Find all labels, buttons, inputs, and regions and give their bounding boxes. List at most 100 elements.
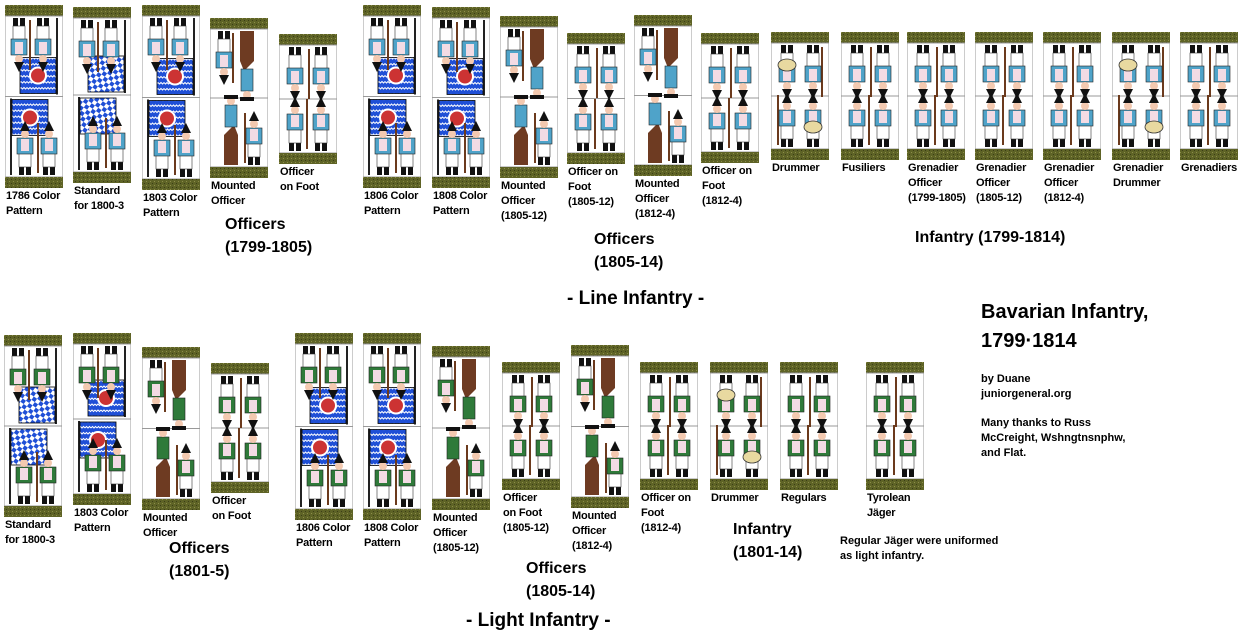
card-label: Officer on Foot [280,166,319,193]
light-infantry-card [73,333,131,505]
figure-mounted-icon [500,16,558,178]
line-infantry-card [1180,32,1238,160]
line-infantry-card [5,5,63,188]
card-label: Grenadiers [1181,162,1238,174]
light-infantry-card [432,346,490,510]
figure-foot-icon [701,33,759,163]
figure-flag-color-icon [5,5,63,188]
line-infantry-card [907,32,965,160]
line-infantry-card [142,5,200,190]
group-title-line-officers-1805: Officers (1805-14) [594,231,664,271]
jaeger-note: Regular Jäger were uniformed as light in… [840,535,999,562]
thanks: Many thanks to Russ McCreight, Wshngtnsn… [981,417,1126,459]
card-label: Officer on Foot (1805-12) [568,166,618,208]
card-label: 1803 Color Pattern [143,192,198,219]
figure-foot-icon [1043,32,1101,160]
figure-mounted-icon [210,18,268,178]
card-label: Grenadier Officer (1812-4) [1044,162,1095,204]
line-infantry-card [975,32,1033,160]
line-infantry-card [634,15,692,176]
card-label: Drummer [711,492,759,504]
light-infantry-card [866,362,924,490]
light-infantry-card [295,333,353,520]
light-infantry-card [640,362,698,490]
group-title-light-officers-1805: Officers (1805-14) [526,560,596,600]
figure-foot-icon [1180,32,1238,160]
figure-flag-standard-icon [4,335,62,517]
figure-drummer-icon [771,32,829,160]
page-title: Bavarian Infantry, 1799·1814 [981,301,1149,352]
figure-flag-color-icon [73,333,131,505]
card-label: Officer on Foot (1805-12) [503,492,549,534]
section-title-line-infantry: - Line Infantry - [567,288,705,309]
card-label: 1803 Color Pattern [74,507,129,534]
light-infantry-card [211,363,269,493]
line-infantry-card [701,33,759,163]
figure-drummer-icon [710,362,768,490]
card-label: Regulars [781,492,827,504]
line-infantry-card [279,34,337,164]
group-title-light-officers-1801: Officers (1801-5) [169,540,230,580]
card-label: Fusiliers [842,162,886,174]
line-infantry-card [210,18,268,178]
figure-flag-standard-icon [73,7,131,183]
figure-mounted-icon [142,347,200,510]
figure-mounted-icon [634,15,692,176]
line-infantry-card [1043,32,1101,160]
figure-mounted-icon [432,346,490,510]
card-label: 1806 Color Pattern [296,522,351,549]
card-label: 1808 Color Pattern [364,522,419,549]
card-label: Mounted Officer (1805-12) [433,512,479,554]
line-infantry-card [73,7,131,183]
card-label: Mounted Officer [211,180,256,207]
light-infantry-card [780,362,838,490]
section-title-light-infantry: - Light Infantry - [466,610,611,631]
figure-foot-icon [841,32,899,160]
card-label: Standard for 1800-3 [5,519,55,546]
group-title-light-infantry: Infantry (1801-14) [733,521,803,561]
line-infantry-card [841,32,899,160]
card-label: Standard for 1800-3 [74,185,124,212]
light-infantry-card [142,347,200,510]
figure-mounted-icon [571,345,629,508]
figure-foot-icon [567,33,625,164]
card-label: Tyrolean Jäger [867,492,911,519]
figure-foot-icon [780,362,838,490]
light-infantry-card [571,345,629,508]
figure-flag-color-icon [363,333,421,520]
card-label: Officer on Foot (1812-4) [641,492,691,534]
card-label: Drummer [772,162,820,174]
line-infantry-card [432,7,490,188]
card-label: 1808 Color Pattern [433,190,488,217]
figure-flag-color-icon [295,333,353,520]
card-label: Grenadier Officer (1805-12) [976,162,1027,204]
light-infantry-card [363,333,421,520]
card-label: Mounted Officer [143,512,188,539]
figure-foot-icon [502,362,560,490]
figure-drummer-icon [1112,32,1170,160]
line-infantry-card [567,33,625,164]
line-infantry-card [771,32,829,160]
credit: by Duane juniorgeneral.org [981,373,1072,400]
figure-foot-icon [866,362,924,490]
card-label: Grenadier Drummer [1113,162,1164,189]
figure-foot-icon [279,34,337,164]
figure-foot-icon [211,363,269,493]
card-label: 1786 Color Pattern [6,190,61,217]
light-infantry-card [4,335,62,517]
figure-foot-icon [640,362,698,490]
card-label: Mounted Officer (1812-4) [572,510,617,552]
card-label: Mounted Officer (1805-12) [501,180,547,222]
line-infantry-card [363,5,421,188]
figure-foot-icon [975,32,1033,160]
figure-flag-color-icon [142,5,200,190]
card-label: Officer on Foot (1812-4) [702,165,752,207]
card-label: 1806 Color Pattern [364,190,419,217]
line-infantry-card [1112,32,1170,160]
light-infantry-card [502,362,560,490]
card-label: Mounted Officer (1812-4) [635,178,680,220]
light-infantry-card [710,362,768,490]
group-title-line-officers-1799: Officers (1799-1805) [225,216,313,256]
card-label: Grenadier Officer (1799-1805) [908,162,966,204]
card-label: Officer on Foot [212,495,251,522]
